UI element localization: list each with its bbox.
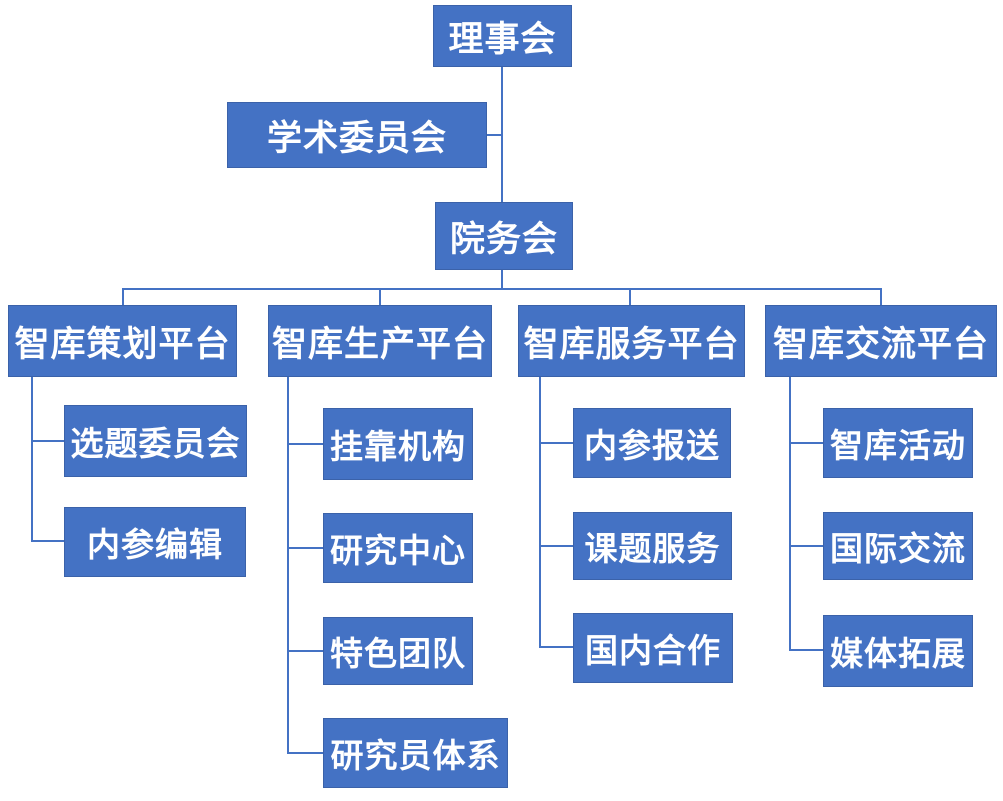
connector-stub-special-teams bbox=[287, 650, 323, 652]
connector-drop-planning bbox=[122, 288, 124, 305]
connector-stub-research-centers bbox=[287, 547, 323, 549]
node-project-services: 课题服务 bbox=[573, 512, 732, 580]
connector-stub-media-expansion bbox=[789, 649, 823, 651]
connector-rail bbox=[122, 288, 882, 290]
connector-spine-service bbox=[539, 377, 541, 648]
connector-drop-exchange bbox=[880, 288, 882, 305]
node-affiliated-institutions: 挂靠机构 bbox=[323, 408, 473, 480]
connector-spine-planning bbox=[31, 377, 33, 542]
node-platform-production: 智库生产平台 bbox=[268, 305, 492, 377]
connector-spine-production bbox=[287, 377, 289, 754]
connector-stub-domestic-cooperation bbox=[539, 646, 573, 648]
connector-drop-service bbox=[629, 288, 631, 305]
connector-spine-exchange bbox=[789, 377, 791, 651]
connector-stub-affiliated-institutions bbox=[287, 443, 323, 445]
node-thinktank-events: 智库活动 bbox=[823, 408, 973, 478]
connector-council-to-rail bbox=[501, 270, 503, 288]
node-internal-ref-submission: 内参报送 bbox=[573, 408, 731, 478]
node-research-centers: 研究中心 bbox=[323, 513, 473, 583]
node-topic-committee: 选题委员会 bbox=[64, 405, 247, 477]
node-platform-exchange: 智库交流平台 bbox=[765, 305, 997, 377]
node-academic-committee: 学术委员会 bbox=[227, 102, 487, 168]
node-domestic-cooperation: 国内合作 bbox=[573, 613, 733, 683]
node-special-teams: 特色团队 bbox=[323, 617, 473, 685]
connector-stub-project-services bbox=[539, 545, 573, 547]
connector-stub-researcher-system bbox=[287, 752, 323, 754]
connector-stub-internal-ref-editing bbox=[31, 540, 64, 542]
connector-drop-production bbox=[379, 288, 381, 305]
node-council: 院务会 bbox=[435, 202, 573, 270]
node-board: 理事会 bbox=[433, 5, 572, 67]
connector-stub-international-exchange bbox=[789, 545, 823, 547]
node-platform-planning: 智库策划平台 bbox=[8, 305, 237, 377]
node-international-exchange: 国际交流 bbox=[823, 512, 973, 580]
connector-stub-thinktank-events bbox=[789, 442, 823, 444]
connector-committee-stub bbox=[487, 134, 502, 136]
node-platform-service: 智库服务平台 bbox=[518, 305, 745, 377]
connector-stub-topic-committee bbox=[31, 440, 64, 442]
connector-stub-internal-ref-submission bbox=[539, 442, 573, 444]
connector-board-to-council bbox=[501, 67, 503, 202]
node-researcher-system: 研究员体系 bbox=[323, 718, 508, 788]
node-media-expansion: 媒体拓展 bbox=[823, 615, 973, 687]
node-internal-ref-editing: 内参编辑 bbox=[64, 507, 246, 577]
